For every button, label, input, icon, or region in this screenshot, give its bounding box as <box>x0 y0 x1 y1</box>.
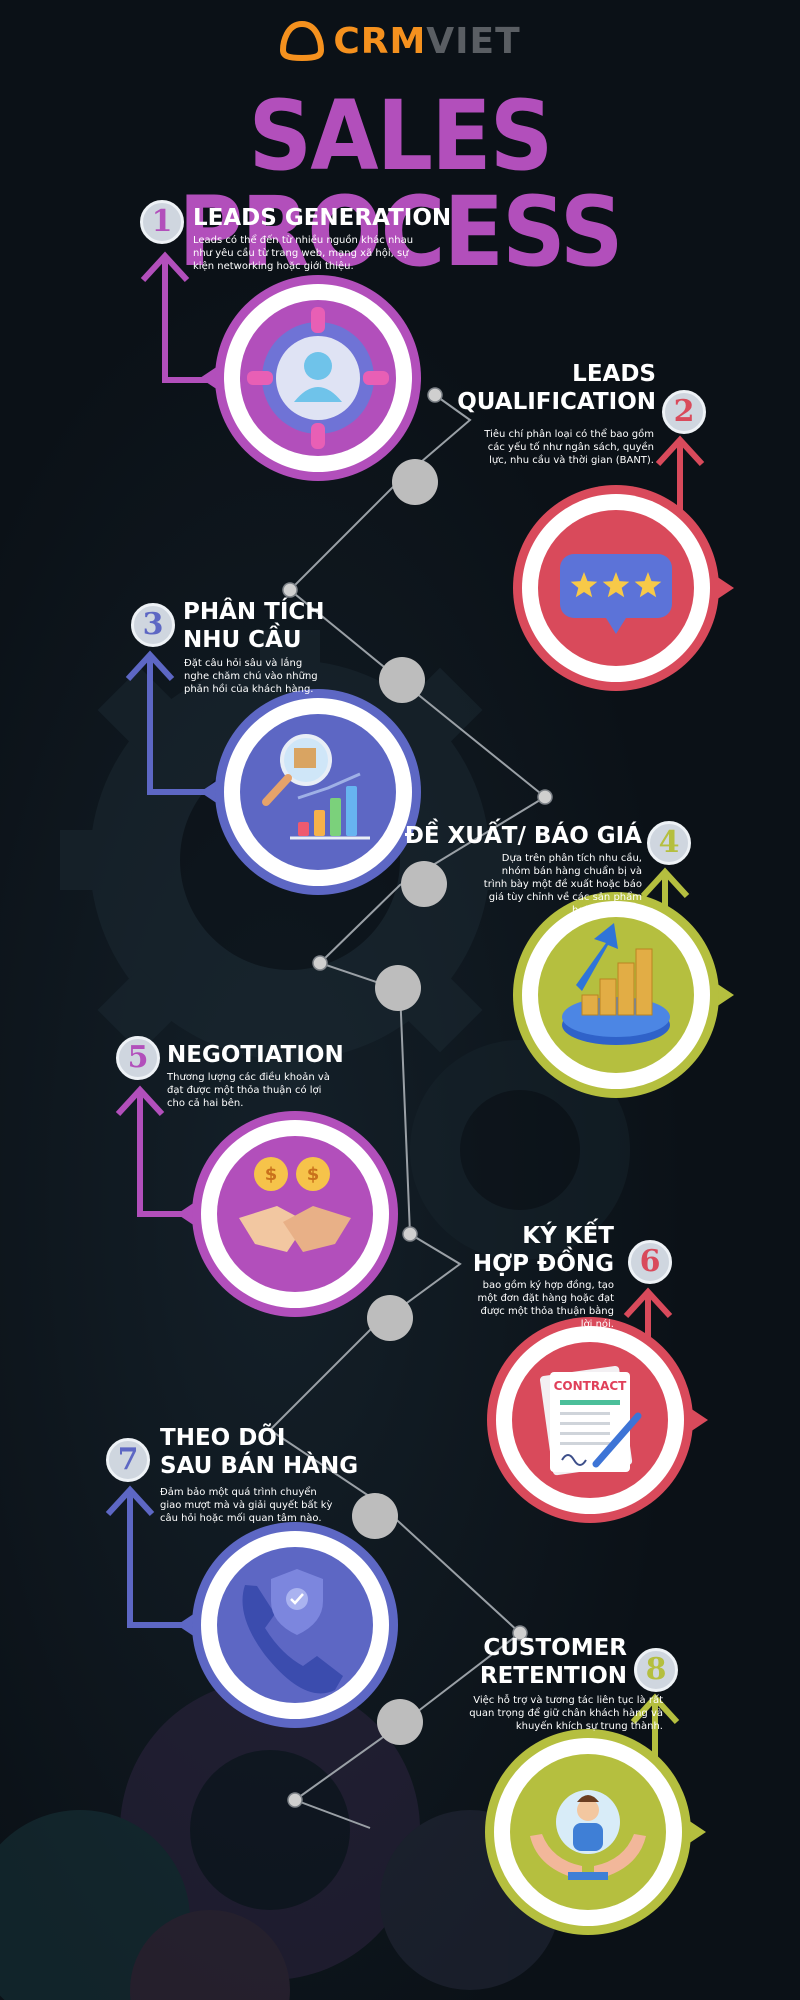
ring-inner <box>217 1136 373 1292</box>
arrow-head-icon <box>623 1287 673 1319</box>
step-1-heading: LEADS GENERATION <box>193 205 452 231</box>
step-4-node <box>513 867 734 1098</box>
step-1-description: Leads có thể đến từ nhiều nguồn khác nha… <box>193 235 414 272</box>
connector-node <box>282 582 298 598</box>
star-rating-icon <box>560 554 672 634</box>
connector-node <box>392 459 438 505</box>
step-6-description: bao gồm ký hợp đồng, tạo một đơn đặt hàn… <box>477 1280 614 1330</box>
connector-node <box>375 965 421 1011</box>
contract-icon: CONTRACT <box>539 1365 642 1476</box>
step-arrow <box>137 1090 192 1217</box>
step-6-number-badge: 6 <box>628 1240 672 1284</box>
step-6-heading: KÝ KẾT HỢP ĐỒNG <box>472 1223 614 1277</box>
step-4-description: Dựa trên phân tích nhu cầu, nhóm bán hàn… <box>483 853 642 916</box>
connector-node <box>537 789 553 805</box>
arrow-head-icon <box>105 1485 155 1517</box>
logo-icon <box>280 20 325 62</box>
step-5-description: Thương lượng các điều khoản và đạt được … <box>167 1072 330 1109</box>
step-7-heading: THEO DÕI SAU BÁN HÀNG <box>160 1425 359 1479</box>
arrow-head-icon <box>630 1693 680 1725</box>
ring-pointer <box>716 576 734 600</box>
connector-node <box>379 657 425 703</box>
ring-pointer <box>200 780 218 804</box>
page-title: SALES PROCESS <box>178 80 623 288</box>
connector-node <box>377 1699 423 1745</box>
step-2-node <box>513 435 734 691</box>
step-4-heading: ĐỀ XUẤT/ BÁO GIÁ <box>404 823 642 849</box>
connector-node <box>512 1625 528 1641</box>
step-4-number-badge: 4 <box>647 821 691 865</box>
step-2-number-badge: 2 <box>662 390 706 434</box>
step-8-number-badge: 8 <box>634 1648 678 1692</box>
step-5-heading: NEGOTIATION <box>167 1042 344 1068</box>
logo-text-crm: CRM <box>333 20 427 62</box>
svg-text:$: $ <box>265 1164 278 1185</box>
ring-pointer <box>688 1820 706 1844</box>
connector-node <box>352 1493 398 1539</box>
gear-icon <box>410 1040 630 1260</box>
step-8-heading: CUSTOMER RETENTION <box>479 1635 627 1689</box>
step-3-number-badge: 3 <box>131 603 175 647</box>
contract-label: CONTRACT <box>554 1379 628 1393</box>
arrow-head-icon <box>140 251 190 283</box>
brand-logo: CRMVIET <box>0 20 800 67</box>
connector-node <box>401 861 447 907</box>
gear-icon <box>0 1680 560 2000</box>
ring-pointer <box>690 1408 708 1432</box>
arrow-head-icon <box>115 1085 165 1117</box>
ring-pointer <box>177 1202 195 1226</box>
step-1-number-badge: 1 <box>140 200 184 244</box>
ring-pointer <box>200 366 218 390</box>
arrow-head-icon <box>655 435 705 467</box>
customer-care-icon <box>530 1790 646 1880</box>
step-2-description: Tiêu chí phân loại có thể bao gồm các yế… <box>484 429 654 466</box>
ring-pointer <box>716 983 734 1007</box>
connector-node <box>312 955 328 971</box>
analysis-chart-icon <box>262 734 370 840</box>
step-arrow <box>127 1490 192 1628</box>
connector-node <box>367 1295 413 1341</box>
step-7-node <box>105 1485 398 1728</box>
person-target-icon <box>247 307 389 449</box>
step-7-description: Đảm bảo một quá trình chuyển giao mượt m… <box>160 1487 333 1524</box>
connector-node <box>427 387 443 403</box>
phone-shield-icon <box>242 1569 343 1694</box>
step-8-node <box>485 1693 706 1935</box>
svg-text:$: $ <box>307 1164 320 1185</box>
step-arrow <box>147 655 215 795</box>
step-5-node: $$ <box>115 1085 398 1317</box>
connector-node <box>287 1792 303 1808</box>
step-1-node <box>140 251 421 481</box>
connector-node <box>402 1226 418 1242</box>
step-8-description: Việc hỗ trợ và tương tác liên tục là rất… <box>469 1695 663 1732</box>
step-7-number-badge: 7 <box>106 1438 150 1482</box>
step-3-description: Đặt câu hỏi sâu và lắng nghe chăm chú và… <box>184 658 318 695</box>
connector-line <box>268 394 547 1829</box>
step-arrow <box>162 256 215 383</box>
step-6-node: CONTRACT <box>487 1287 708 1523</box>
step-5-number-badge: 5 <box>116 1036 160 1080</box>
ring-pointer <box>177 1613 195 1637</box>
handshake-icon: $$ <box>239 1157 351 1252</box>
step-2-heading: LEADS QUALIFICATION <box>457 361 656 415</box>
step-3-heading: PHÂN TÍCH NHU CẦU <box>183 599 325 653</box>
logo-text-viet: VIET <box>426 20 521 62</box>
arrow-head-icon <box>640 867 690 899</box>
arrow-head-icon <box>125 650 175 682</box>
growth-bars-icon <box>562 923 670 1045</box>
step-3-node <box>125 650 421 895</box>
